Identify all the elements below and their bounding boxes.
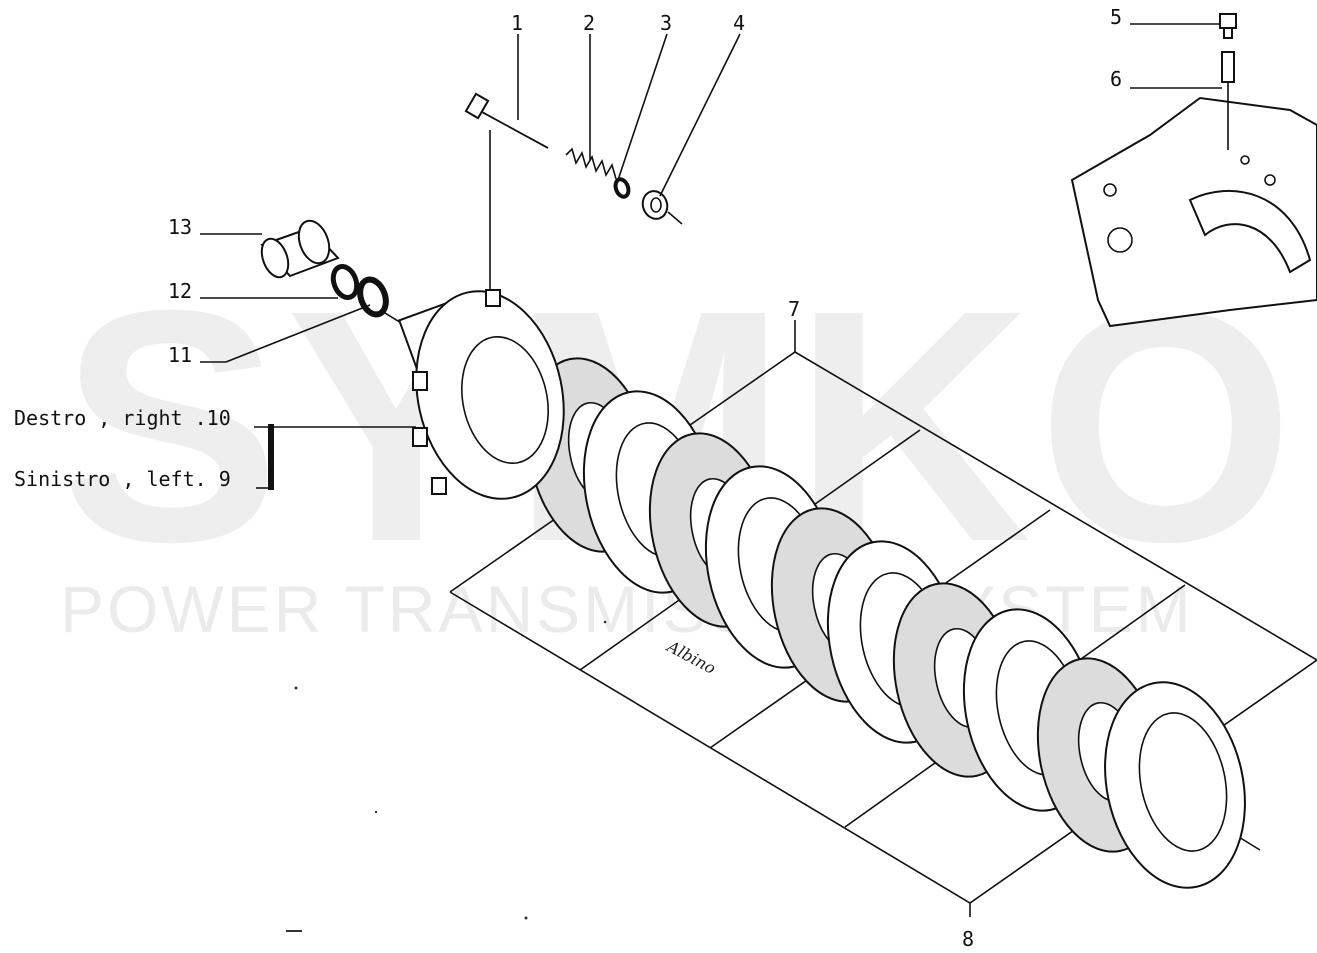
washer: [613, 177, 631, 199]
callout-5: 5: [1110, 5, 1122, 29]
side-bracket: [268, 424, 274, 490]
bleed-screw: [1219, 13, 1237, 150]
housing: [1070, 96, 1317, 328]
label-left-side: Sinistro , left. 9: [14, 467, 231, 491]
leader-lines: [200, 23, 1222, 489]
callout-13: 13: [168, 215, 192, 239]
steel-plate: [1104, 681, 1246, 889]
callout-7: 7: [788, 297, 800, 321]
piston: [260, 219, 340, 279]
bolt: [464, 92, 549, 149]
callout-11: 11: [168, 343, 192, 367]
label-right-side: Destro , right .10: [14, 406, 231, 430]
callout-4: 4: [733, 11, 745, 35]
callout-2: 2: [583, 11, 595, 35]
clutch-disc-stack: [526, 357, 1246, 889]
pressure-plate: [397, 289, 565, 500]
callout-8: 8: [962, 927, 974, 951]
spring: [565, 147, 617, 180]
seal-ring: [357, 276, 389, 318]
scan-specks: [286, 620, 607, 932]
callout-3: 3: [660, 11, 672, 35]
callout-12: 12: [168, 279, 192, 303]
callout-6: 6: [1110, 67, 1122, 91]
callout-1: 1: [511, 11, 523, 35]
nut: [641, 190, 683, 225]
seal-ring: [330, 264, 360, 300]
